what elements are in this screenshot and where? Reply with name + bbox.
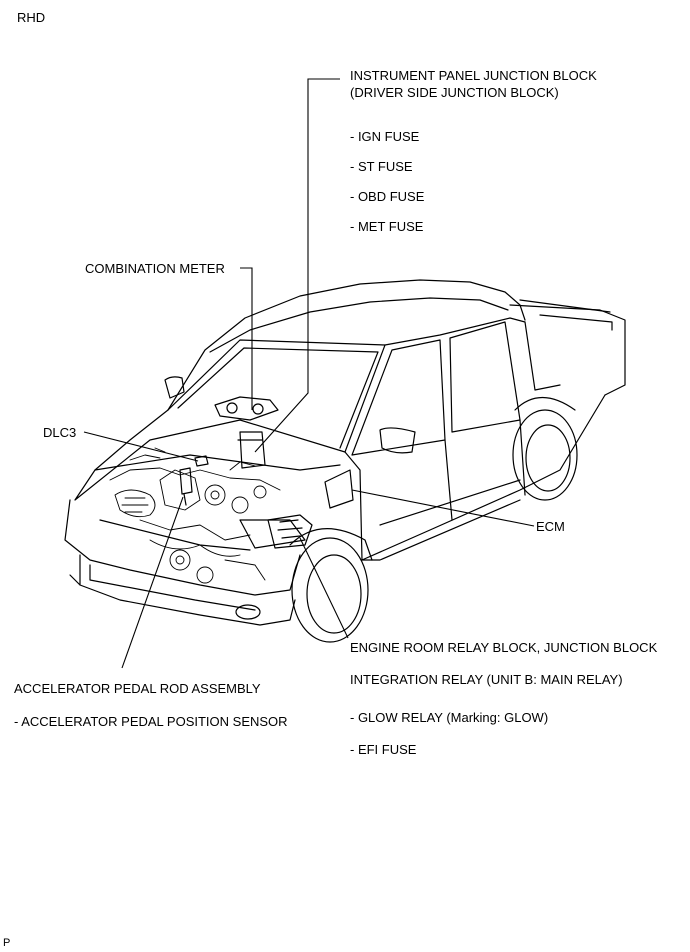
engine-room-item: - GLOW RELAY (Marking: GLOW) (350, 710, 549, 725)
ip-junction-label-line2: (DRIVER SIDE JUNCTION BLOCK) (350, 85, 559, 100)
dlc3-leader (83, 431, 199, 462)
combination-meter-label: COMBINATION METER (85, 261, 225, 276)
front-grille (64, 499, 301, 596)
truck-bed (509, 304, 626, 396)
engine-room-block-label: ENGINE ROOM RELAY BLOCK, JUNCTION BLOCK (350, 640, 658, 655)
junction-block-shape (239, 431, 266, 469)
engine-room-leader (299, 537, 349, 639)
ecm-label: ECM (536, 519, 565, 534)
ip-junction-leader (254, 78, 340, 453)
combination-meter-leader (240, 267, 253, 410)
relay-block-shape (267, 514, 313, 549)
variant-label: RHD (17, 10, 46, 25)
front-wheel (291, 537, 369, 643)
ip-fuse-item: - OBD FUSE (350, 189, 425, 204)
ip-junction-label-line1: INSTRUMENT PANEL JUNCTION BLOCK (350, 68, 597, 83)
ecm-leader (351, 489, 535, 527)
ip-fuse-item: - MET FUSE (350, 219, 424, 234)
rear-wheel (512, 409, 578, 501)
accel-pedal-item: - ACCELERATOR PEDAL POSITION SENSOR (14, 714, 288, 729)
hood (74, 409, 346, 501)
accel-pedal-shape (179, 467, 193, 495)
cab-roof (167, 279, 526, 411)
integration-relay-label: INTEGRATION RELAY (UNIT B: MAIN RELAY) (350, 672, 623, 687)
front-door-window (351, 339, 446, 456)
dlc3-shape (194, 455, 209, 467)
footer-code: P (3, 937, 11, 949)
dlc3-label: DLC3 (43, 425, 77, 440)
side-mirror (379, 427, 416, 454)
body-side (344, 394, 606, 561)
accel-pedal-assy-label: ACCELERATOR PEDAL ROD ASSEMBLY (14, 681, 261, 696)
ip-fuse-item: - IGN FUSE (350, 129, 420, 144)
ecm-shape (324, 469, 354, 509)
instrument-panel (214, 396, 279, 421)
headlight (239, 519, 306, 549)
engine-room-item: - EFI FUSE (350, 742, 417, 757)
windshield (167, 339, 386, 453)
ip-fuse-item: - ST FUSE (350, 159, 413, 174)
rear-door-window (449, 321, 521, 433)
accel-pedal-leader (121, 496, 184, 669)
